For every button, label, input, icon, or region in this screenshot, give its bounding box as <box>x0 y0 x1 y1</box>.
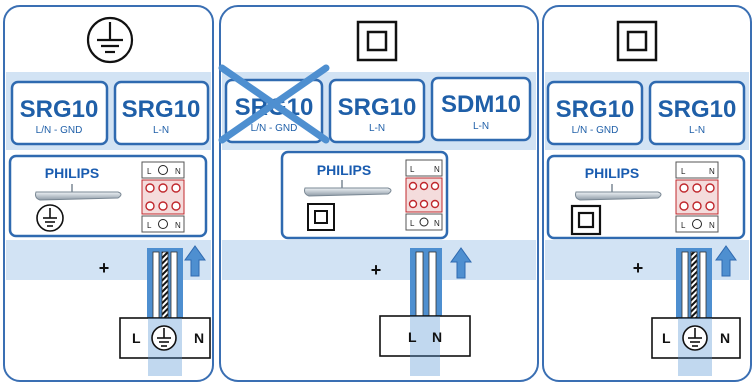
svg-text:N: N <box>432 329 442 345</box>
terminal-block-icon: L N L N <box>675 161 719 233</box>
svg-text:SRG10: SRG10 <box>338 94 417 121</box>
svg-text:L/N - GND: L/N - GND <box>251 123 298 134</box>
svg-text:N: N <box>709 167 715 176</box>
plus-sign: + <box>371 260 382 280</box>
double-insulation-icon <box>356 20 398 62</box>
terminal-block-icon: L N L N <box>141 161 185 233</box>
svg-text:N: N <box>175 167 181 176</box>
double-insulation-icon <box>307 203 335 231</box>
svg-text:N: N <box>720 330 730 346</box>
luminaire-icon <box>304 187 392 197</box>
panel-right: SRG10 L/N - GND SRG10 L-N PHILIPS L N <box>542 5 752 382</box>
driver-label-srg10-ln: SRG10 L-N <box>328 78 426 144</box>
svg-text:N: N <box>434 165 440 174</box>
panel-left: SRG10 L/N - GND SRG10 L-N PHILIPS L <box>3 5 214 382</box>
terminal-block-icon: L N L N <box>405 159 443 231</box>
earth-symbol-icon <box>151 325 177 351</box>
svg-text:SRG10: SRG10 <box>122 96 201 123</box>
double-insulation-icon <box>570 204 602 236</box>
earth-symbol-icon <box>682 325 708 351</box>
svg-text:N: N <box>709 221 715 230</box>
driver-label-sdm10-ln: SDM10 L-N <box>430 76 532 142</box>
arrow-up-icon <box>715 245 737 277</box>
svg-text:L: L <box>662 330 671 346</box>
plug-socket-icon: L N <box>379 315 471 376</box>
svg-text:L: L <box>147 221 152 230</box>
svg-text:SRG10: SRG10 <box>20 96 99 123</box>
svg-text:L: L <box>408 329 417 345</box>
brand-label: PHILIPS <box>45 165 99 181</box>
plus-sign: + <box>633 258 644 278</box>
svg-text:SRG10: SRG10 <box>556 96 635 123</box>
svg-text:L: L <box>681 221 686 230</box>
brand-label: PHILIPS <box>317 162 371 178</box>
earth-symbol-icon <box>36 204 64 232</box>
arrow-up-icon <box>184 245 206 277</box>
driver-label-srg10-gnd: SRG10 L/N - GND <box>10 80 109 146</box>
svg-text:L: L <box>410 219 415 228</box>
three-core-cable-icon <box>676 248 712 321</box>
svg-text:L: L <box>147 167 152 176</box>
driver-label-srg10-gnd: SRG10 L/N - GND <box>546 80 644 146</box>
earth-symbol-icon <box>86 16 134 64</box>
driver-label-srg10-gnd-crossed: SRG10 L/N - GND <box>218 64 330 144</box>
luminaire-icon <box>575 191 662 201</box>
svg-text:L-N: L-N <box>153 125 169 136</box>
svg-text:L-N: L-N <box>473 121 489 132</box>
svg-text:L: L <box>681 167 686 176</box>
svg-text:SRG10: SRG10 <box>658 96 737 123</box>
luminaire-card: PHILIPS L N L N <box>546 154 746 240</box>
two-core-cable-icon <box>410 248 442 321</box>
svg-text:L: L <box>132 330 141 346</box>
plus-sign: + <box>99 258 110 278</box>
svg-text:N: N <box>175 221 181 230</box>
svg-text:SDM10: SDM10 <box>441 91 521 118</box>
plug-socket-icon: L N <box>651 317 741 376</box>
double-insulation-icon <box>616 20 658 62</box>
panel-middle: SRG10 L/N - GND SRG10 L-N SDM10 L-N PHIL… <box>218 5 539 382</box>
svg-text:L-N: L-N <box>369 123 385 134</box>
luminaire-card: PHILIPS L N L N <box>280 150 449 240</box>
svg-text:N: N <box>194 330 204 346</box>
brand-label: PHILIPS <box>585 165 639 181</box>
svg-text:L/N - GND: L/N - GND <box>572 125 619 136</box>
three-core-cable-icon <box>147 248 183 321</box>
arrow-up-icon <box>450 247 472 279</box>
svg-text:L: L <box>410 165 415 174</box>
svg-text:L-N: L-N <box>689 125 705 136</box>
svg-text:N: N <box>434 219 440 228</box>
svg-text:L/N - GND: L/N - GND <box>36 125 83 136</box>
luminaire-card: PHILIPS L N <box>8 154 208 238</box>
plug-socket-icon: L N <box>119 317 211 376</box>
driver-label-srg10-ln: SRG10 L-N <box>113 80 210 146</box>
driver-label-srg10-ln: SRG10 L-N <box>648 80 746 146</box>
luminaire-icon <box>35 191 122 201</box>
